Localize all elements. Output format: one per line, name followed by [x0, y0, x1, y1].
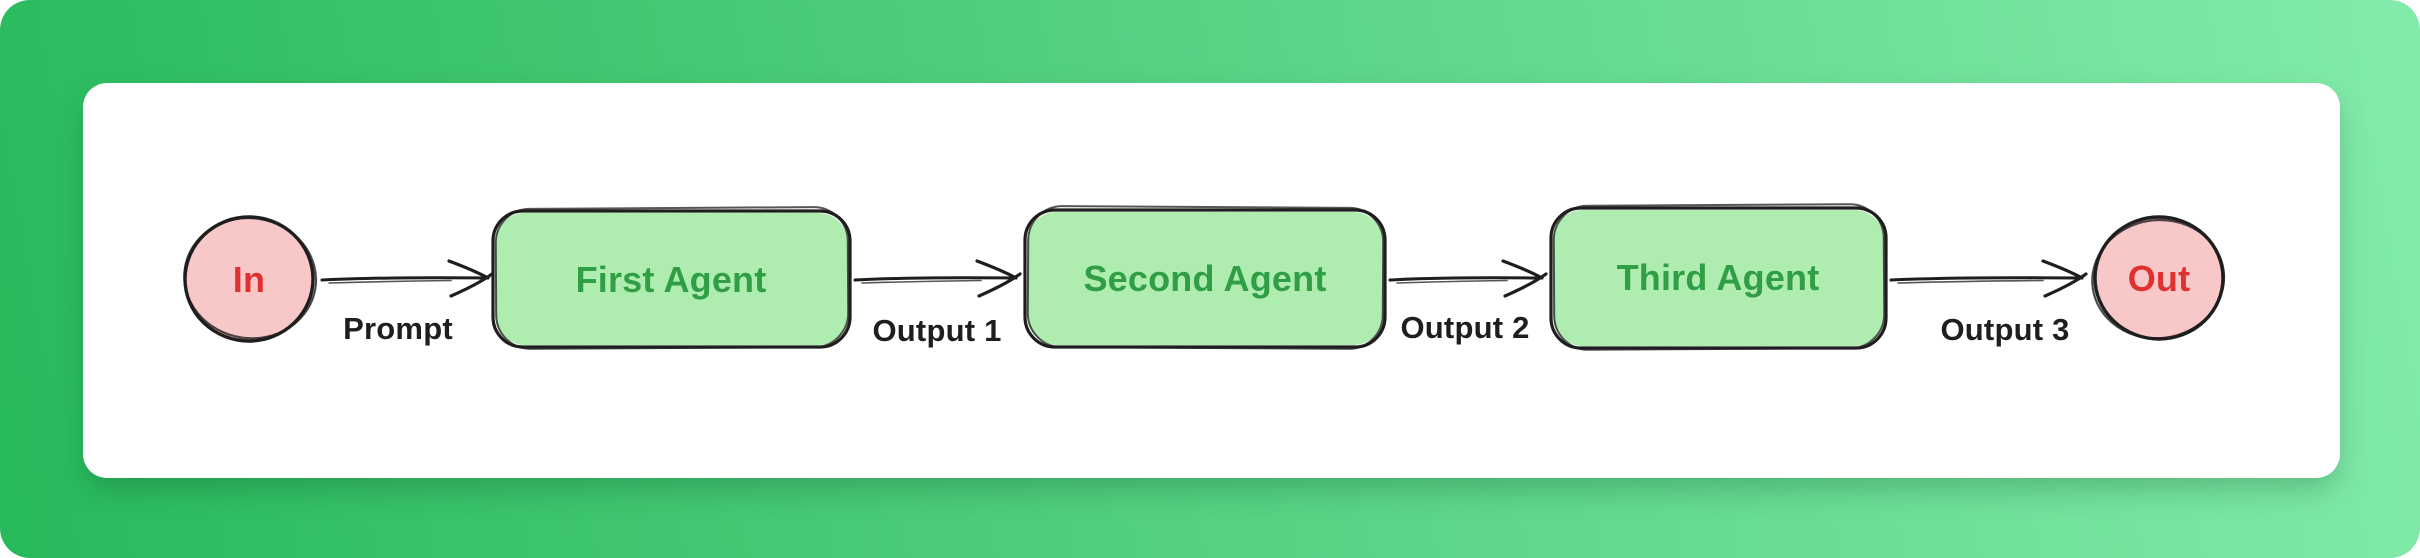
node-second-agent-shape[interactable] — [1023, 205, 1387, 350]
node-first-agent-label[interactable]: First Agent — [575, 259, 767, 300]
edge-label-output-2[interactable]: Output 2 — [1400, 310, 1530, 345]
edge-label-prompt[interactable]: Prompt — [343, 311, 453, 346]
diagram-card: In First Agent Second Agent Third Agent … — [83, 83, 2340, 478]
node-first-agent-shape[interactable] — [491, 206, 852, 350]
edge-arrow-output-1[interactable] — [853, 259, 1022, 298]
edge-label-output-1[interactable]: Output 1 — [872, 313, 1002, 348]
node-third-agent-shape[interactable] — [1549, 203, 1888, 351]
edge-arrow-prompt[interactable] — [320, 259, 494, 298]
node-in-label[interactable]: In — [232, 259, 266, 300]
edge-arrow-output-3[interactable] — [1889, 259, 2088, 298]
edge-label-output-3[interactable]: Output 3 — [1940, 312, 2070, 347]
node-in-shape[interactable] — [176, 209, 325, 348]
node-third-agent-label[interactable]: Third Agent — [1616, 257, 1820, 298]
node-out-shape[interactable] — [2085, 212, 2232, 347]
diagram-shapes — [176, 203, 2232, 351]
edge-arrow-output-2[interactable] — [1388, 259, 1548, 298]
node-second-agent-label[interactable]: Second Agent — [1083, 258, 1327, 299]
node-out-label[interactable]: Out — [2127, 258, 2191, 299]
